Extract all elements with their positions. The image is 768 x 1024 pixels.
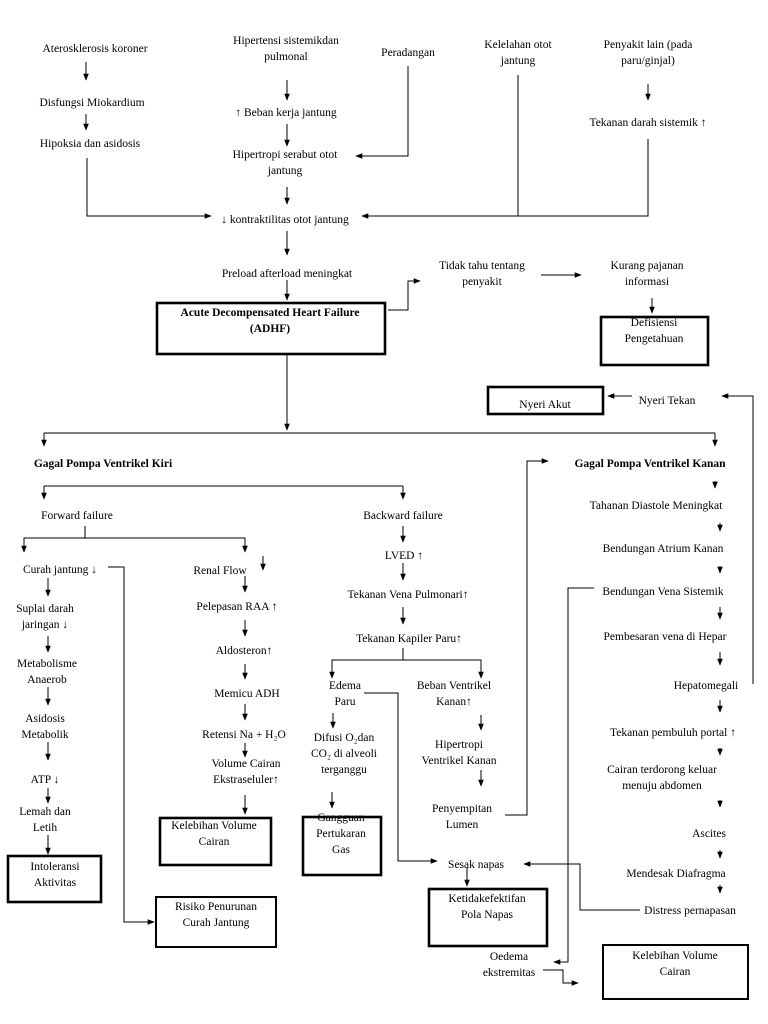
node-tkp: Tekanan Kapiler Paru↑	[356, 633, 462, 645]
node-gagal-kiri: Gagal Pompa Ventrikel Kiri	[34, 458, 173, 470]
node-adh: Memicu ADH	[214, 688, 279, 700]
connector-10	[518, 139, 649, 217]
connector-42	[329, 648, 404, 679]
connector-63	[523, 861, 640, 911]
node-ascites: Ascites	[692, 828, 726, 840]
node-atp: ATP ↓	[31, 774, 60, 786]
node-beban: ↑ Beban kerja jantung	[235, 107, 336, 119]
node-vena-sistemik: Bendungan Vena Sistemik	[602, 586, 723, 598]
node-tvp: Tekanan Vena Pulmonari↑	[348, 589, 469, 601]
node-disfungsi: Disfungsi Miokardium	[39, 97, 144, 109]
adhf-box	[155, 301, 387, 356]
node-hepatomegali: Hepatomegali	[674, 680, 739, 692]
connector-45	[364, 692, 438, 864]
node-sesak: Sesak napas	[448, 859, 504, 871]
connector-24	[85, 537, 248, 553]
node-gagal-kanan: Gagal Pompa Ventrikel Kanan	[574, 458, 726, 470]
node-hipoksia: Hipoksia dan asidosis	[40, 138, 141, 150]
gangguan-box	[301, 815, 383, 877]
connector-31	[108, 566, 155, 925]
connector-7	[355, 66, 409, 159]
connector-50	[505, 458, 549, 816]
node-diafragma: Mendesak Diafragma	[626, 868, 725, 880]
node-retensi: Retensi Na + H₂O	[202, 729, 286, 741]
connector-6	[86, 158, 212, 219]
node-raa: Pelepasan RAA ↑	[196, 601, 277, 613]
node-forward: Forward failure	[41, 510, 113, 522]
connector-23	[21, 526, 86, 553]
node-aldosteron: Aldosteron↑	[216, 645, 273, 657]
kelebihan1-box	[158, 816, 273, 867]
nyeri-akut-box	[486, 385, 605, 416]
node-kontraktilitas: ↓ kontraktilitas otot jantung	[221, 214, 349, 226]
node-portal: Tekanan pembuluh portal ↑	[610, 727, 736, 739]
node-nyeri-akut: Nyeri Akut	[519, 399, 571, 411]
connector-64	[553, 587, 594, 965]
node-curah: Curah jantung ↓	[23, 564, 97, 576]
risiko-box	[155, 896, 277, 948]
node-distress: Distress pernapasan	[644, 905, 736, 917]
connector-43	[403, 659, 484, 679]
connectors	[21, 62, 754, 986]
connector-8	[361, 75, 519, 219]
node-tahanan: Tahanan Diastole Meningkat	[590, 500, 723, 512]
node-renal: Renal Flow	[193, 565, 247, 577]
boxes	[6, 301, 749, 1000]
node-pembesaran: Pembesaran vena di Hepar	[604, 631, 727, 643]
node-lved: LVED ↑	[385, 550, 423, 562]
node-nyeri-tekan: Nyeri Tekan	[639, 395, 696, 407]
node-ateros: Aterosklerosis koroner	[42, 43, 147, 55]
defisiensi-box	[599, 315, 710, 367]
node-peradangan: Peradangan	[381, 47, 435, 59]
node-atrium: Bendungan Atrium Kanan	[603, 543, 724, 555]
ketidakefektifan-box	[427, 887, 549, 948]
intoleransi-box	[6, 854, 103, 904]
node-adhf: Acute Decompensated Heart Failure(ADHF)	[181, 307, 360, 335]
node-tekanan-sistemik: Tekanan darah sistemik ↑	[589, 117, 706, 129]
connector-13	[388, 278, 421, 311]
connector-52	[721, 393, 754, 684]
node-preload: Preload afterload meningkat	[222, 268, 353, 280]
node-backward: Backward failure	[363, 510, 443, 522]
connector-65	[543, 969, 579, 986]
kelebihan2-box	[602, 944, 749, 1000]
